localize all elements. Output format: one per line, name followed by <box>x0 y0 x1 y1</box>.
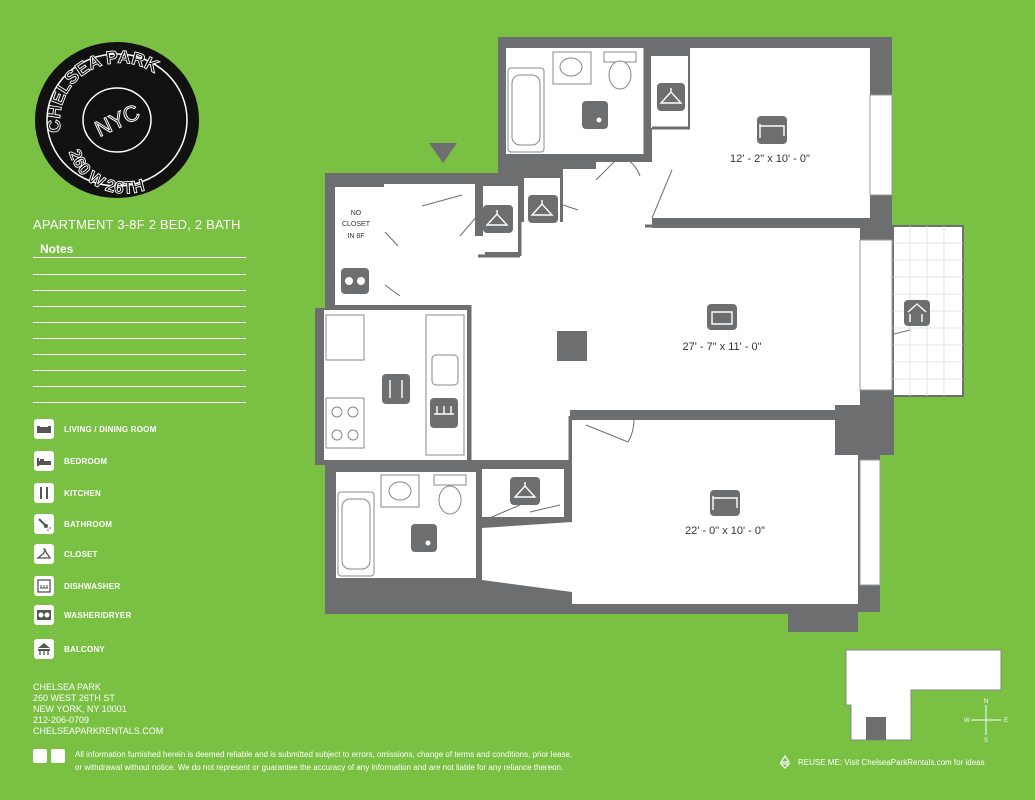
legend-item-balcony: BALCONY <box>34 639 105 659</box>
sink-2-bowl <box>388 481 412 501</box>
address-city: NEW YORK, NY 10001 <box>33 704 127 714</box>
no-closet-label-line1: NO <box>351 210 362 217</box>
compass-w: W <box>964 718 970 724</box>
stove <box>325 397 365 449</box>
legend-item-living: LIVING / DINING ROOM <box>34 419 156 439</box>
legend-item-bathroom: BATHROOM <box>34 514 112 534</box>
legend-label: CLOSET <box>64 549 98 559</box>
no-closet-label-line2: CLOSET <box>342 221 371 228</box>
compass-icon <box>971 705 1001 735</box>
legend-item-washer-dryer: WASHER/DRYER <box>34 605 131 625</box>
windows <box>859 94 893 586</box>
hanger-icon <box>657 83 685 111</box>
counter <box>325 314 365 361</box>
toilet-2-bowl <box>438 485 462 515</box>
hanger-icon <box>483 205 513 233</box>
bed-icon <box>757 116 787 144</box>
no-closet-label-line3: IN 8F <box>347 233 364 240</box>
legend-item-dishwasher: DISHWASHER <box>34 576 120 596</box>
sink-1-bowl <box>559 57 583 77</box>
bathtub-2-basin <box>341 498 371 570</box>
key-plan: N S E W <box>845 649 1008 744</box>
bedroom-2-dimensions: 22' - 0" x 10' - 0" <box>685 525 765 537</box>
note-line <box>33 322 246 323</box>
fork-knife-icon <box>34 483 54 503</box>
legend-label: WASHER/DRYER <box>64 610 132 620</box>
reuse-text: REUSE ME: Visit ChelseaParkRentals.com f… <box>798 757 985 767</box>
balcony-icon <box>34 639 54 659</box>
compass-e: E <box>1004 718 1008 724</box>
note-line <box>33 402 246 403</box>
note-line <box>33 257 246 258</box>
toilet-1-bowl <box>608 60 632 90</box>
dishwasher-icon <box>34 576 54 596</box>
living-dimensions: 27' - 7" x 11' - 0" <box>682 341 761 353</box>
bed-icon <box>34 451 54 471</box>
legend-item-kitchen: KITCHEN <box>34 483 101 503</box>
notes-label: Notes <box>40 242 74 256</box>
fixtures <box>325 51 637 577</box>
rooms <box>324 48 870 604</box>
legend-label: LIVING / DINING ROOM <box>64 424 157 434</box>
address-street: 260 WEST 26TH ST <box>33 693 115 703</box>
note-line <box>33 274 246 275</box>
door-swings <box>384 155 911 521</box>
hanger-icon <box>528 195 558 223</box>
bedroom-1-dimensions: 12' - 2" x 10' - 0" <box>730 153 810 165</box>
no-closet-nook <box>335 203 377 247</box>
apartment-title: APARTMENT 3-8F 2 BED, 2 BATH <box>33 217 241 232</box>
recycle-icon <box>779 755 791 769</box>
legend-label: BATHROOM <box>64 519 113 529</box>
legend-label: DISHWASHER <box>64 581 121 591</box>
plan-icons <box>341 83 930 552</box>
structural-column <box>557 331 587 361</box>
note-line <box>33 370 246 371</box>
compass-n: N <box>984 699 988 705</box>
living-dining-room <box>335 162 860 460</box>
bedroom-2 <box>482 420 858 604</box>
note-line <box>33 306 246 307</box>
compass-s: S <box>984 738 988 744</box>
disclaimer: All information furnished herein is deem… <box>75 748 572 774</box>
note-line <box>33 290 246 291</box>
note-line <box>33 386 246 387</box>
building-address: CHELSEA PARK 260 WEST 26TH ST NEW YORK, … <box>33 682 163 737</box>
shower-icon <box>582 101 608 129</box>
legend-label: BALCONY <box>64 644 105 654</box>
hanger-icon <box>34 544 54 564</box>
key-plan-unit-marker <box>866 717 886 740</box>
wheelchair-icon <box>33 749 47 763</box>
entry-arrow-icon <box>429 143 457 163</box>
interior-walls <box>325 48 862 580</box>
sofa-icon <box>34 419 54 439</box>
legend-item-bedroom: BEDROOM <box>34 451 107 471</box>
disclaimer-line: All information furnished herein is deem… <box>75 750 573 759</box>
legend-label: KITCHEN <box>64 488 101 498</box>
address-phone: 212-206-0709 <box>33 715 90 725</box>
address-website[interactable]: CHELSEAPARKRENTALS.COM <box>33 726 164 736</box>
note-line <box>33 338 246 339</box>
kitchen-sink <box>431 354 459 386</box>
toilet-2-tank <box>433 474 467 486</box>
fork-knife-icon <box>382 374 410 404</box>
bed-icon <box>710 490 740 516</box>
shower-icon <box>411 524 437 552</box>
legend-label: BEDROOM <box>64 456 108 466</box>
disclaimer-line: or withdrawal without notice. We do not … <box>75 763 564 772</box>
accessibility-icons <box>33 749 65 763</box>
legend-item-closet: CLOSET <box>34 544 98 564</box>
chelsea-park-logo: NYC CHELSEA PARK 260 W 26TH <box>33 40 201 200</box>
washer-dryer-icon <box>341 268 369 294</box>
washer-dryer-icon <box>34 605 54 625</box>
note-line <box>33 354 246 355</box>
address-name: CHELSEA PARK <box>33 682 101 692</box>
shower-icon <box>34 514 54 534</box>
hanger-icon <box>510 477 540 505</box>
equal-housing-icon <box>51 749 65 763</box>
reuse-note: REUSE ME: Visit ChelseaParkRentals.com f… <box>778 755 985 769</box>
bathtub-1-basin <box>511 74 541 146</box>
